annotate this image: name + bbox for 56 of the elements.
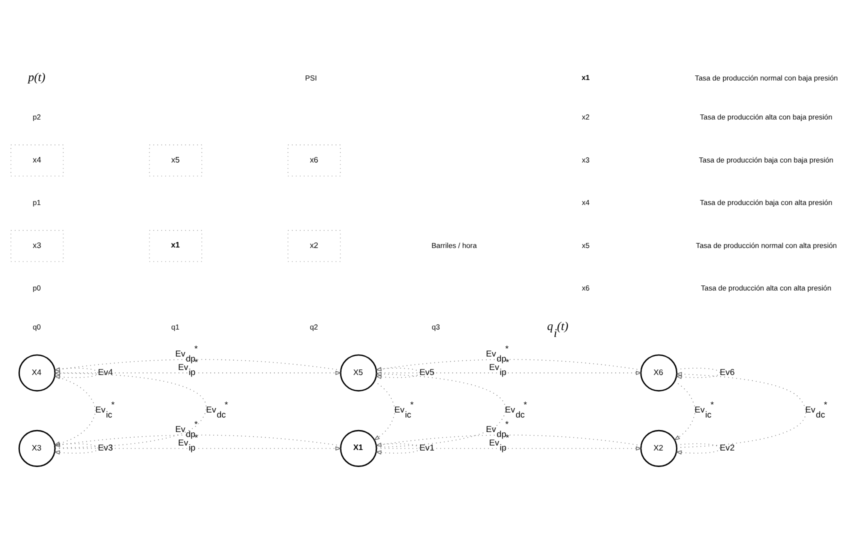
edge-label: *: [506, 356, 510, 367]
arrow: [676, 443, 720, 455]
arrow: [54, 434, 342, 447]
label: Tasa de producción normal con alta presión: [696, 240, 837, 250]
arrow: [374, 381, 396, 441]
arrow: [54, 443, 98, 455]
edge-label: Ev3: [98, 442, 113, 453]
arrow: [54, 446, 342, 451]
label: Tasa de producción alta con baja presión: [700, 112, 832, 122]
label: x5: [582, 240, 590, 250]
edge-label: *: [194, 432, 198, 442]
arrow: [376, 446, 642, 451]
label: PSI: [305, 73, 317, 82]
arrow: [676, 368, 720, 379]
label: Barriles / hora: [431, 240, 477, 250]
arrow: [674, 381, 696, 441]
label: x2: [582, 112, 590, 122]
edge-label: Ev6: [720, 367, 735, 378]
label: x3: [582, 155, 590, 164]
arrow: [375, 368, 420, 379]
edge-label: Ev4: [98, 367, 113, 378]
arrow: [375, 359, 642, 372]
label: Tasa de producción alta con alta presión: [700, 284, 832, 293]
label: p2: [32, 112, 41, 122]
label: q0: [32, 322, 41, 332]
label: Tasa de producción baja con baja presión: [698, 155, 834, 164]
arrow: [676, 372, 806, 448]
edge-label: *: [506, 432, 510, 442]
edge-label: *: [194, 343, 198, 354]
arrow: [54, 370, 342, 375]
label: x1: [582, 72, 590, 82]
label: p1: [32, 198, 41, 208]
edge-label: Ev1: [420, 442, 434, 453]
edge-label: *: [194, 418, 198, 429]
arrow: [375, 372, 506, 448]
arrow: [54, 368, 98, 379]
label: Tasa de producción baja con alta presión: [700, 198, 832, 208]
arrow: [54, 359, 342, 372]
arrow: [375, 434, 642, 447]
label: x4: [582, 198, 590, 208]
label: q3: [432, 322, 440, 332]
edge-label: *: [194, 356, 198, 367]
arrow: [376, 370, 642, 375]
label: p(t): [28, 70, 46, 84]
arrow: [54, 371, 206, 448]
edge-label: Ev2: [720, 442, 735, 453]
edge-label: *: [505, 418, 509, 429]
label: Tasa de producción normal con baja presión: [694, 73, 838, 82]
label: q1: [171, 322, 180, 332]
label: q2: [310, 322, 318, 332]
edge-label: Ev5: [420, 367, 434, 378]
edge-label: *: [505, 343, 509, 354]
arrow: [54, 376, 96, 446]
label: x6: [582, 284, 590, 293]
arrow: [375, 443, 420, 455]
label: p0: [32, 284, 41, 293]
